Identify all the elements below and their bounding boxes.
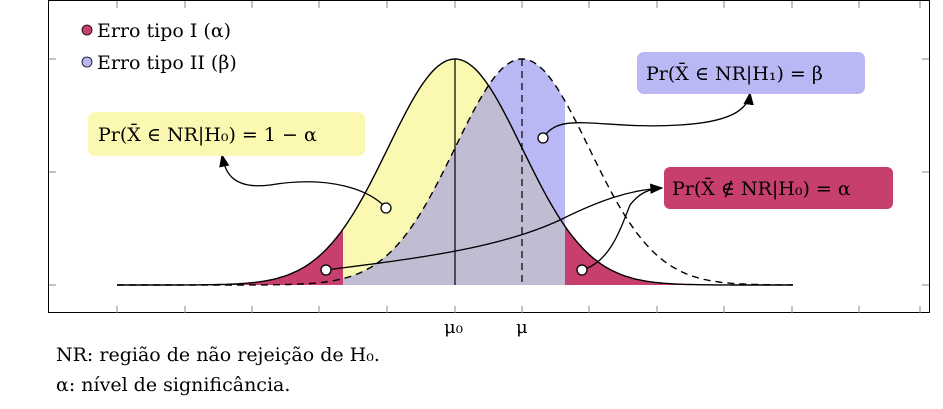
legend-type1-swatch: [81, 24, 93, 36]
legend-type1-label: Erro tipo I (α): [97, 20, 231, 42]
type1-error-left-region: [117, 229, 343, 285]
type1-error-right-region: [565, 226, 793, 285]
beta-prob-label: Pr(X̄ ∈ NR|H₁) = β: [646, 62, 823, 85]
footnote-alpha: α: nível de significância.: [56, 374, 291, 396]
acceptance-prob-box: Pr(X̄ ∈ NR|H₀) = 1 − α: [88, 112, 365, 156]
alpha-arrow-right: [581, 187, 663, 271]
alpha-prob-bg: [664, 167, 893, 209]
axis-ticks: [49, 1, 929, 313]
acceptance-prob-bg: [88, 112, 365, 156]
legend-type2-label: Erro tipo II (β): [97, 52, 237, 74]
footnote-nr: NR: região de não rejeição de H₀.: [56, 344, 380, 366]
plot-frame: [48, 0, 930, 313]
alpha-prob-label: Pr(X̄ ∉ NR|H₀) = α: [672, 177, 851, 200]
acceptance-prob-label: Pr(X̄ ∈ NR|H₀) = 1 − α: [98, 123, 317, 146]
mu-tick-label: μ: [516, 317, 528, 338]
overlap-region: [343, 86, 565, 285]
beta-prob-box: Pr(X̄ ∈ NR|H₁) = β: [637, 52, 865, 94]
legend-type2-swatch: [81, 56, 93, 68]
mu0-tick-label: μ₀: [444, 317, 463, 338]
alpha-arrow-origin-right: [576, 264, 588, 276]
alpha-arrow-origin-left: [320, 264, 332, 276]
beta-arrow-origin: [537, 132, 549, 144]
acceptance-arrow-origin: [380, 202, 392, 214]
footnotes: NR: região de não rejeição de H₀. α: nív…: [56, 340, 380, 400]
alpha-prob-box: Pr(X̄ ∉ NR|H₀) = α: [664, 167, 893, 209]
beta-arrow: [542, 91, 754, 139]
legend: Erro tipo I (α) Erro tipo II (β): [81, 20, 237, 74]
alternative-distribution-curve: [117, 58, 793, 286]
beta-prob-bg: [637, 52, 865, 94]
acceptance-arrow: [219, 153, 387, 209]
alpha-arrow-left: [325, 183, 664, 271]
